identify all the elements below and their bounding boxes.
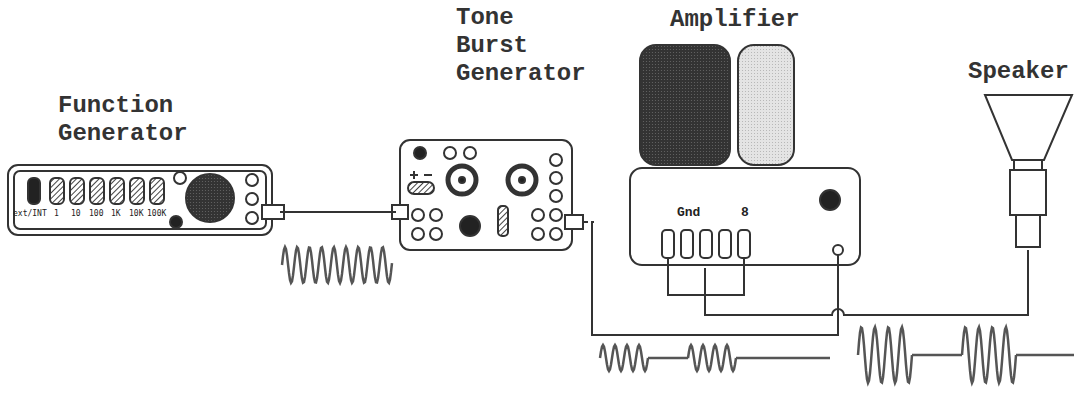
device-label: Speaker <box>968 58 1078 86</box>
range-label: 100K <box>147 209 166 218</box>
terminal-label: 8 <box>740 206 750 220</box>
device-label: Tone Burst Generator <box>456 4 592 88</box>
cable <box>705 250 1028 315</box>
terminal-label: Gnd <box>676 206 701 220</box>
range-label: 10K <box>129 209 143 218</box>
range-label: 100 <box>89 209 103 218</box>
range-label: 1 <box>54 209 59 218</box>
range-label: 1K <box>111 209 121 218</box>
device: Tone Burst Generator <box>396 4 594 254</box>
device: AmplifierGnd 8 <box>628 6 865 268</box>
range-label: 10 <box>71 209 81 218</box>
device-label: Function Generator <box>58 92 198 148</box>
device-label: Amplifier <box>670 6 830 34</box>
waveform <box>282 247 392 283</box>
waveform <box>858 327 1074 383</box>
waveform <box>600 345 830 371</box>
cable <box>592 222 838 335</box>
device: Speaker <box>962 58 1078 250</box>
range-label: ext/INT <box>13 209 47 218</box>
cable <box>280 211 396 213</box>
